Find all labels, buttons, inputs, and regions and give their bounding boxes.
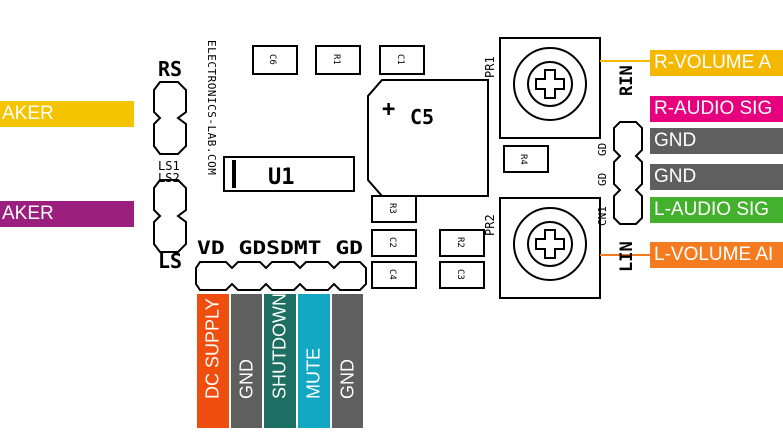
bottom-label-gnd-2: GND [332, 294, 363, 428]
bottom-label-gnd-1: GND [231, 294, 262, 428]
r3-component [371, 195, 417, 223]
pr1-pot [499, 37, 601, 139]
r1-label: R1 [331, 54, 341, 65]
lin-label: LIN [617, 241, 637, 272]
pr1-label: PR1 [483, 56, 497, 78]
bottom-label-mute: MUTE [298, 294, 330, 428]
c5-plus: + [382, 97, 395, 122]
right-label-l-volume: L-VOLUME AI [650, 242, 783, 268]
right-label-gnd-1: GND [650, 128, 783, 154]
gd-label-top: GD [596, 143, 609, 156]
c2-label: C2 [387, 237, 397, 248]
rs-connector [153, 81, 187, 155]
pr2-pot [499, 197, 601, 299]
gd-label-mid: GD [596, 173, 609, 186]
u1-label: U1 [268, 165, 295, 190]
bottom-label-shutdown: SHUTDOWN [264, 293, 296, 428]
r4-label: R4 [518, 154, 528, 165]
c2-component [371, 229, 417, 257]
c6-component [252, 45, 298, 75]
vertical-site-text: ELECTRONICS-LAB.COM [205, 40, 218, 175]
right-label-r-volume: R-VOLUME A [650, 50, 783, 76]
u1-chip [223, 156, 355, 192]
c4-label: C4 [387, 269, 397, 280]
bottom-label-dc-supply: DC SUPPLY [197, 294, 229, 428]
ls1-label: LS1 [158, 159, 180, 173]
right-label-r-audio: R-AUDIO SIG [650, 96, 783, 122]
r2-component [439, 229, 485, 257]
cn1-label: CN1 [596, 206, 609, 226]
r2-label: R2 [455, 237, 465, 248]
bottom-pins-label: VD GDSDMT GD [197, 237, 363, 259]
pr2-label: PR2 [483, 214, 497, 236]
left-label-speaker-2: AKER [0, 201, 134, 227]
c6-label: C6 [267, 54, 277, 65]
c4-component [371, 261, 417, 289]
c3-component [439, 261, 485, 289]
right-label-gnd-2: GND [650, 164, 783, 190]
r4-component [503, 145, 549, 173]
ls-label: LS [158, 249, 182, 273]
c1-component [379, 45, 425, 75]
r1-component [315, 45, 361, 75]
bottom-header [195, 261, 367, 291]
c1-label: C1 [395, 54, 405, 65]
cn1-header [613, 121, 643, 225]
rs-label: RS [158, 57, 182, 81]
left-label-speaker-1: AKER [0, 101, 134, 127]
c5-label: C5 [410, 105, 434, 129]
r3-label: R3 [387, 203, 397, 214]
ls2-label: LS2 [158, 171, 180, 185]
right-label-l-audio: L-AUDIO SIG [650, 197, 783, 223]
rin-label: RIN [617, 65, 637, 96]
c3-label: C3 [455, 269, 465, 280]
ls-connector [153, 179, 187, 253]
